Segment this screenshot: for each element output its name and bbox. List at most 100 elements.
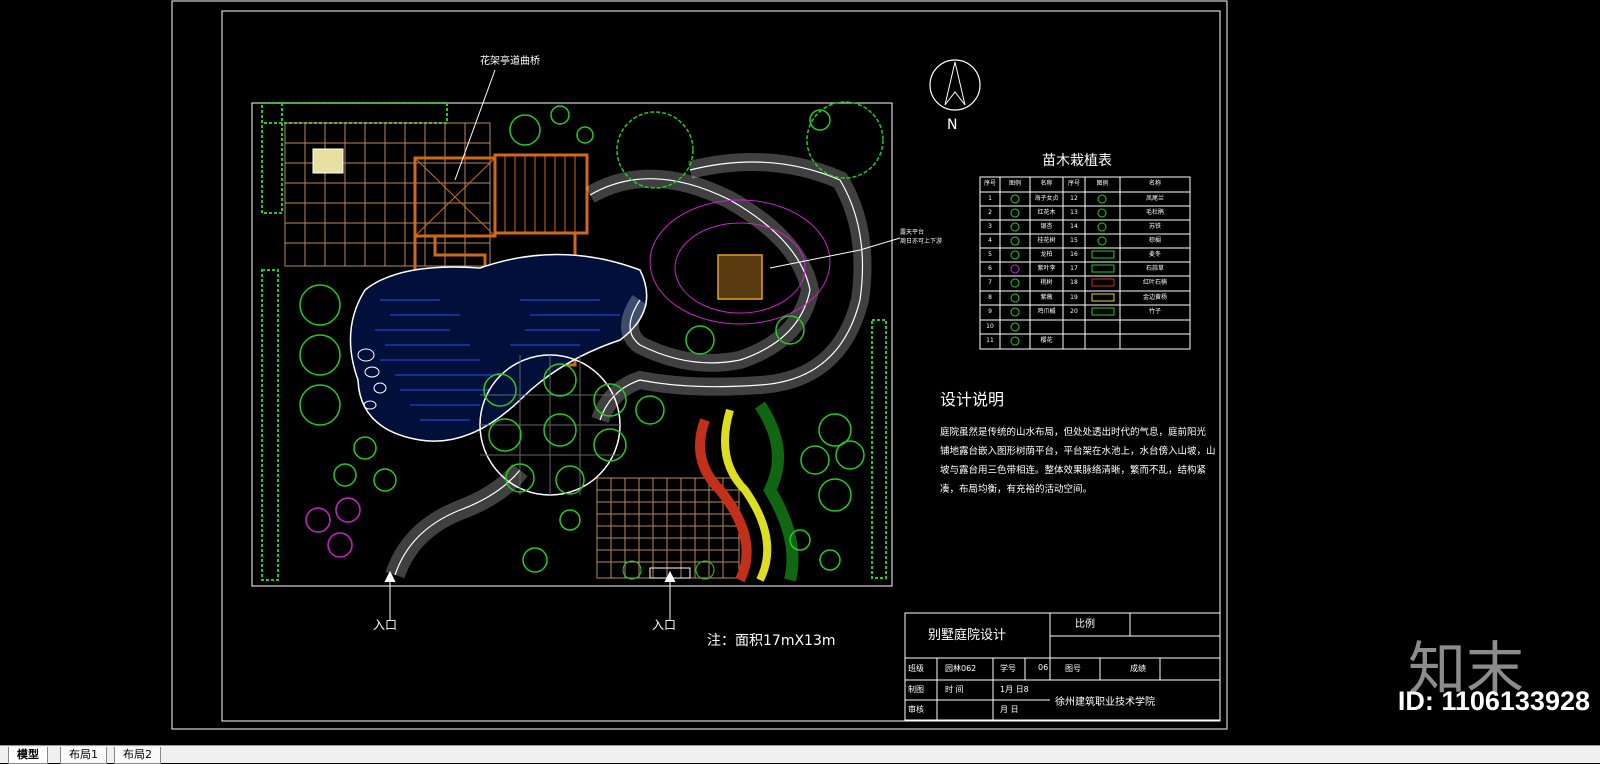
table-cell: 11 [986, 337, 994, 344]
project-title: 别墅庭院设计 [928, 628, 1007, 643]
lawn-ring-inner [674, 222, 806, 314]
student-id-value: 06 [1038, 663, 1049, 672]
ribbon-red [695, 418, 752, 583]
table-cell [1063, 334, 1085, 348]
table-header-cell: 名称 [1148, 180, 1161, 187]
school-name: 徐州建筑职业技术学院 [1055, 697, 1155, 708]
hedge-west [261, 269, 279, 581]
table-cell [1085, 276, 1120, 290]
scale-label: 比例 [1075, 619, 1095, 630]
pond [349, 253, 648, 442]
platform-leader [769, 249, 861, 269]
entrance-label-1: 入口 [373, 618, 398, 632]
plant-table-grid [979, 176, 1191, 350]
drawn-date: 1月 日8 [1000, 685, 1029, 694]
north-arrow-icon [929, 59, 981, 111]
tab-layout2[interactable]: 布局2 [114, 747, 161, 764]
entrance-arrow-2 [664, 570, 676, 620]
table-cell [1000, 291, 1030, 305]
table-cell [1120, 334, 1190, 348]
title-block-grid [904, 612, 1221, 721]
table-cell: 金边黄杨 [1142, 294, 1167, 301]
table-cell [1000, 206, 1030, 220]
cad-model-space[interactable]: 花架亭道曲桥 N 露天平台 周日亦可上下游 入口 入口 注：面积17mX13m … [0, 0, 1600, 745]
table-cell: 红花木 [1037, 209, 1056, 216]
table-cell: 18 [1070, 279, 1078, 286]
table-cell: 桂花树 [1037, 237, 1056, 244]
hedge-east [871, 319, 887, 579]
table-cell: 17 [1070, 265, 1078, 272]
hedge-west-top [261, 102, 283, 214]
gate-pier-right [695, 560, 715, 580]
table-cell: 12 [1070, 195, 1078, 202]
drawing-frame [221, 10, 1221, 722]
table-cell: 19 [1070, 294, 1078, 301]
design-notes-line: 铺地露台嵌入图形树荫平台，平台架在水池上，水台傍入山坡，山 [940, 446, 1216, 457]
table-cell: 紫叶李 [1037, 265, 1056, 272]
table-cell: 16 [1070, 251, 1078, 258]
plant-table-title: 苗木栽植表 [1042, 153, 1112, 169]
table-cell: 石蒜草 [1145, 265, 1164, 272]
design-notes-heading: 设计说明 [940, 390, 1005, 409]
review-label: 审核 [908, 705, 924, 714]
table-cell [1085, 320, 1120, 334]
table-header-cell: 名称 [1040, 180, 1053, 187]
ribbon-yellow [721, 408, 772, 582]
table-cell: 棕榈 [1148, 237, 1161, 244]
bridge-leader [454, 69, 496, 181]
table-cell [1000, 234, 1030, 248]
table-cell: 1 [988, 195, 992, 202]
table-cell [1085, 220, 1120, 234]
table-cell: 8 [988, 294, 992, 301]
tab-model[interactable]: 模型 [8, 747, 48, 764]
table-cell: 4 [988, 237, 992, 244]
table-cell [1085, 262, 1120, 276]
table-header-cell: 序号 [1067, 180, 1080, 187]
table-cell [1085, 334, 1120, 348]
stepping-stones [357, 348, 387, 410]
design-notes-body: 庭院虽然是传统的山水布局，但处处透出时代的气息，庭前阳光 铺地露台嵌入图形树荫平… [940, 423, 1230, 499]
table-cell: 樱花 [1040, 337, 1053, 344]
table-header-cell: 序号 [983, 180, 996, 187]
table-cell: 毛杜鹃 [1145, 209, 1164, 216]
pebble-path [385, 153, 872, 579]
table-cell: 9 [988, 308, 992, 315]
tab-layout1[interactable]: 布局1 [60, 747, 107, 764]
round-platform-grid [480, 355, 620, 495]
entrance-arrow-1 [384, 570, 396, 620]
table-cell: 2 [988, 209, 992, 216]
layout-border [171, 0, 1228, 730]
class-label: 班级 [908, 664, 924, 673]
hedge-northwest [261, 102, 448, 124]
gate-pier-left [622, 560, 642, 580]
table-cell [1000, 276, 1030, 290]
table-cell [1000, 192, 1030, 206]
design-notes-line: 凑，布局均衡，有充裕的活动空间。 [940, 484, 1093, 495]
watermark-id: ID: 1106133928 [1397, 686, 1590, 716]
drawn-label: 制图 [908, 685, 924, 694]
table-cell: 6 [988, 265, 992, 272]
grade-label: 成绩 [1130, 664, 1146, 673]
table-cell: 银杏 [1040, 223, 1053, 230]
table-cell: 7 [988, 279, 992, 286]
table-cell: 14 [1070, 223, 1078, 230]
table-cell: 龙柏 [1040, 251, 1053, 258]
student-id-label: 学号 [1000, 664, 1016, 673]
table-cell [1085, 248, 1120, 262]
table-cell: 凤尾兰 [1145, 195, 1164, 202]
class-value: 园林062 [945, 664, 977, 673]
table-cell [1085, 305, 1120, 319]
table-cell: 麦冬 [1148, 251, 1161, 258]
north-label: N [947, 117, 958, 133]
table-cell: 5 [988, 251, 992, 258]
flowering-shrubs [305, 497, 361, 558]
table-cell: 20 [1070, 308, 1078, 315]
site-boundary [251, 102, 893, 587]
table-cell: 桃树 [1040, 279, 1053, 286]
table-cell [1000, 320, 1030, 334]
table-cell: 苏铁 [1148, 223, 1161, 230]
table-cell [1085, 206, 1120, 220]
drawn-value: 时 间 [945, 685, 964, 694]
annotation-line: 周日亦可上下游 [900, 238, 943, 245]
